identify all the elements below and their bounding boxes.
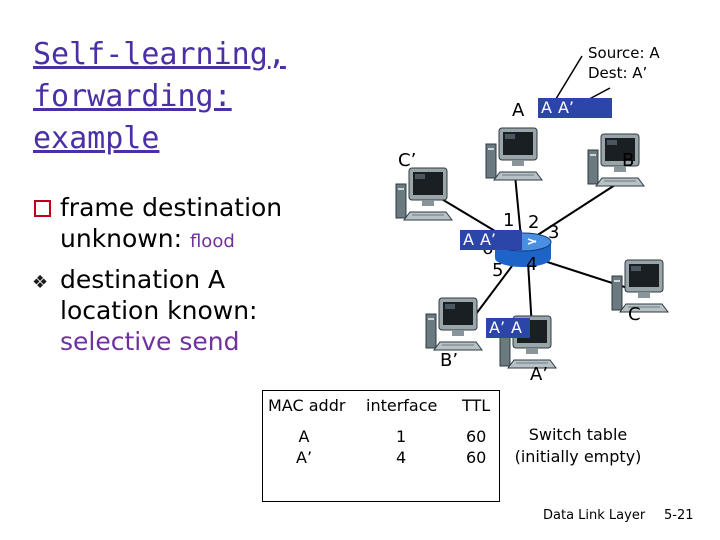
host-a-icon — [485, 127, 543, 181]
host-b-prime-icon — [425, 297, 483, 351]
frame-switch-field-2: A’ — [479, 230, 496, 249]
table-cell: 60 — [466, 448, 487, 467]
host-b-label: B — [622, 150, 635, 171]
frame-at-switch: A A’ — [460, 230, 522, 250]
table-cell: 1 — [396, 427, 407, 446]
bullet-1: frame destination unknown: flood — [60, 192, 340, 257]
port-3: 3 — [548, 222, 560, 243]
frame-switch-field-1: A — [463, 230, 474, 249]
frame-bottom-field-2: A — [511, 318, 522, 337]
title-line-2: forwarding: — [33, 79, 232, 114]
link-c — [534, 257, 641, 293]
host-b-prime-label: B’ — [440, 350, 459, 371]
table-cell: 60 — [466, 427, 487, 446]
bullet-2-text: destination A location known: — [60, 265, 258, 325]
frame-top-field-2: A’ — [557, 98, 574, 117]
bullet-2: destination A location known: selective … — [60, 264, 290, 357]
bullet-1-highlight: flood — [189, 231, 235, 252]
title-line-1: Self-learning, — [33, 37, 286, 72]
footer-chapter: Data Link Layer — [543, 508, 646, 523]
port-5: 5 — [492, 260, 504, 281]
dest-label: Dest: A’ — [588, 64, 648, 82]
switch-table-note: Switch table (initially empty) — [514, 425, 642, 466]
table-cell: A — [298, 427, 310, 446]
table-col-ttl: 60 60 — [466, 426, 486, 468]
link-b — [532, 184, 616, 239]
table-col-mac: A A’ — [296, 426, 312, 468]
table-header-interface: interface — [366, 396, 438, 415]
frame-top-field-1: A — [541, 98, 552, 117]
link-a — [514, 174, 522, 239]
bullet-2-highlight: selective send — [60, 327, 240, 356]
frame-bottom-field-1: A’ — [489, 318, 506, 337]
host-c-prime-label: C’ — [398, 150, 417, 171]
table-header-mac: MAC addr — [268, 396, 346, 415]
host-a-prime-label: A’ — [530, 364, 549, 385]
port-2: 2 — [528, 212, 540, 233]
host-c-label: C — [628, 304, 641, 325]
bullet-1-text: frame destination unknown: — [60, 193, 283, 253]
slide-title: Self-learning, forwarding: example — [33, 34, 333, 160]
host-a-label: A — [512, 100, 525, 121]
frame-at-host-a: A A’ — [538, 98, 612, 118]
footer-page-number: 5-21 — [664, 508, 694, 523]
source-label: Source: A — [588, 44, 660, 62]
frame-at-host-a-prime: A’ A — [486, 318, 530, 338]
source-dest-annotation: Source: A Dest: A’ — [588, 43, 660, 83]
port-1: 1 — [503, 210, 515, 231]
table-header-ttl: TTL — [462, 396, 491, 415]
table-cell: 4 — [396, 448, 407, 467]
diamond-bullet-icon: ❖ — [32, 272, 49, 293]
host-c-prime-icon — [395, 167, 453, 221]
title-line-3: example — [33, 121, 160, 156]
host-b-icon — [587, 133, 645, 187]
square-bullet-icon — [34, 200, 51, 217]
switch-table — [262, 390, 500, 502]
table-col-interface: 1 4 — [396, 426, 406, 468]
port-4: 4 — [526, 254, 538, 275]
table-cell: A’ — [296, 448, 313, 467]
